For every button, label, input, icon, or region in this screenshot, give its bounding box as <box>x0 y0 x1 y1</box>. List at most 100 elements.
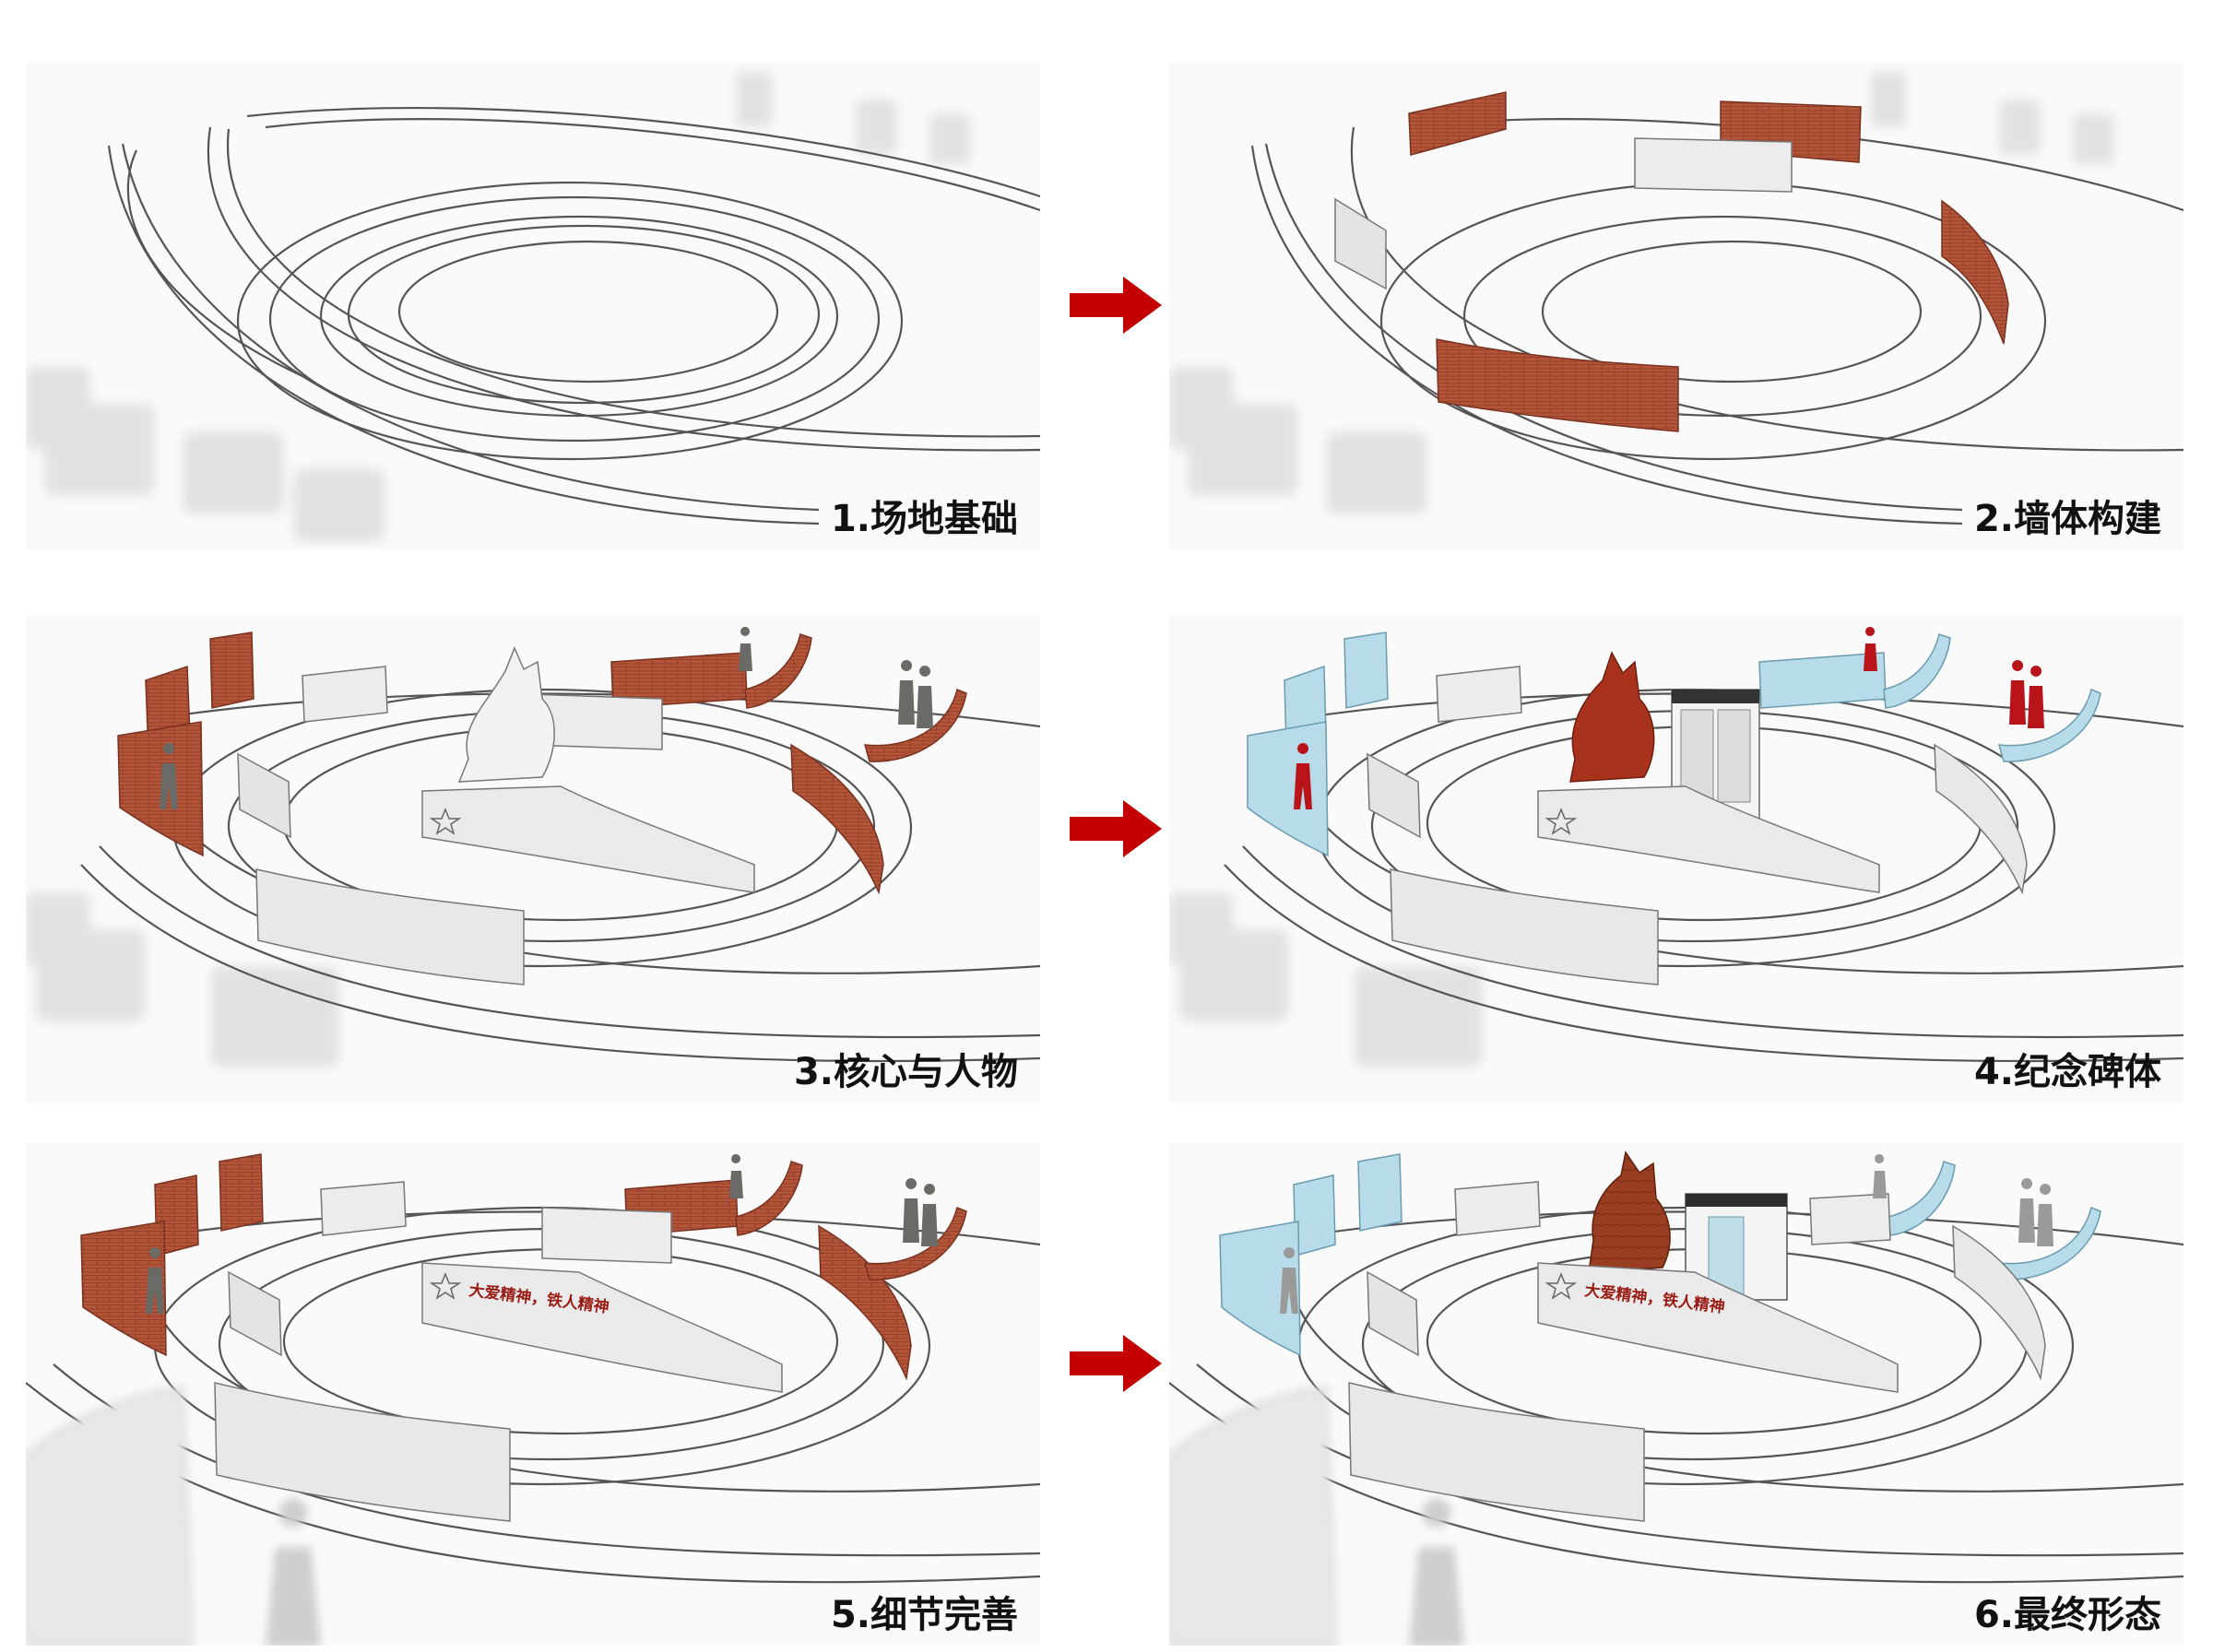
background-building <box>1178 929 1289 1021</box>
foreground-wall <box>1169 1386 1336 1646</box>
step-1-panel: 1.场地基础 <box>26 63 1040 549</box>
figure-group <box>1294 627 2044 809</box>
core-sculpture <box>457 646 555 783</box>
background-building <box>1999 100 2041 155</box>
step-5-caption: 5.细节完善 <box>830 1594 1018 1636</box>
human-figure-icon <box>2037 1184 2053 1246</box>
step-6-panel: 大爱精神，铁人精神 6.最终形态 <box>1169 1143 2183 1646</box>
brick-wall <box>735 1161 803 1236</box>
white-wall <box>1809 1193 1891 1245</box>
white-wall <box>1334 197 1387 290</box>
human-figure-icon <box>1873 1154 1887 1198</box>
white-wall <box>1952 1224 2046 1381</box>
brick-wall <box>790 743 884 895</box>
step-2-panel: 2.墙体构建 <box>1169 63 2183 549</box>
monument-base <box>1537 1262 1899 1393</box>
star-icon <box>1544 807 1578 835</box>
star-icon <box>429 1271 462 1300</box>
step-3-core-figures-drawing <box>26 627 1040 1068</box>
background-building <box>293 468 385 542</box>
step-4-panel: 4.纪念碑体 <box>1169 616 2183 1103</box>
background-building <box>35 929 146 1021</box>
white-wall <box>1454 1181 1541 1236</box>
white-wall <box>1367 1270 1419 1357</box>
background-building <box>1354 966 1483 1068</box>
human-figure-icon <box>1280 1247 1298 1314</box>
white-wall <box>237 752 291 839</box>
background-building <box>2073 113 2114 164</box>
white-wall <box>214 1382 511 1522</box>
figure-group <box>146 1154 938 1314</box>
brick-wall <box>219 1153 264 1232</box>
human-figure-icon <box>903 1178 919 1243</box>
brick-wall <box>80 1221 167 1357</box>
display-board-header <box>1672 690 1759 703</box>
white-wall <box>1390 868 1659 985</box>
human-figure-icon <box>739 627 752 671</box>
glass-wall <box>1247 721 1329 857</box>
step-5-details-drawing: 大爱精神，铁人精神 <box>26 1153 1040 1646</box>
glass-wall <box>1883 633 1951 709</box>
human-figure-icon <box>921 1184 938 1246</box>
step-4-monument-drawing <box>1169 627 2183 1068</box>
brick-wall <box>744 633 812 709</box>
glass-wall <box>1343 631 1389 709</box>
human-figure-icon <box>2028 666 2044 728</box>
glass-wall <box>1357 1153 1402 1232</box>
human-figure-icon <box>160 743 178 809</box>
site-rings <box>107 106 1040 525</box>
brick-wall <box>1941 199 2009 345</box>
glass-wall <box>1997 688 2101 762</box>
step-3-panel: 3.核心与人物 <box>26 616 1040 1103</box>
monument-base <box>421 785 755 893</box>
white-wall <box>255 868 525 985</box>
white-wall <box>1436 666 1522 723</box>
human-figure-icon <box>1410 1499 1463 1646</box>
monument-base <box>1537 785 1880 893</box>
human-figure-icon <box>917 666 933 728</box>
human-figure-icon <box>898 660 915 725</box>
step-2-caption: 2.墙体构建 <box>1973 498 2161 540</box>
brick-wall <box>818 1224 912 1381</box>
background-building <box>183 431 284 514</box>
white-wall <box>1634 137 1793 193</box>
step-4-caption: 4.纪念碑体 <box>1973 1051 2161 1093</box>
background-building <box>1326 431 1427 514</box>
figure-group <box>160 627 933 809</box>
display-board-panel <box>1717 709 1751 803</box>
step-5-panel: 大爱精神，铁人精神 5.细节完善 <box>26 1143 1040 1646</box>
white-wall <box>320 1181 407 1236</box>
star-icon <box>429 807 462 835</box>
background-building <box>856 100 897 155</box>
brick-wall <box>1436 338 1679 432</box>
glass-wall <box>1888 1161 1956 1236</box>
figure-group <box>1280 1154 2053 1314</box>
brick-wall <box>117 721 204 857</box>
step-2-walls-drawing <box>1169 72 2183 525</box>
white-wall <box>228 1270 282 1357</box>
human-figure-icon <box>1864 627 1877 671</box>
white-wall <box>1367 752 1421 839</box>
star-icon <box>1544 1271 1578 1300</box>
core-sculpture <box>1569 651 1655 783</box>
arrow-right-icon <box>1070 1335 1162 1392</box>
info-kiosk-header <box>1686 1194 1787 1207</box>
foreground-wall <box>26 1386 193 1646</box>
background-building <box>736 72 773 127</box>
human-figure-icon <box>2018 1178 2035 1243</box>
core-sculpture <box>1588 1150 1671 1273</box>
glass-wall <box>1219 1221 1301 1357</box>
background-building <box>210 966 339 1068</box>
step-1-caption: 1.场地基础 <box>830 498 1018 540</box>
arrow-right-icon <box>1070 800 1162 857</box>
brick-wall <box>863 1206 967 1280</box>
step-1-site-drawing <box>26 72 1040 542</box>
background-building <box>1188 404 1298 496</box>
white-wall <box>541 1207 672 1264</box>
human-figure-icon <box>266 1499 320 1646</box>
human-figure-icon <box>729 1154 743 1198</box>
human-figure-icon <box>1294 743 1312 809</box>
white-wall <box>1934 743 2028 895</box>
white-wall <box>302 666 388 723</box>
brick-wall <box>209 631 254 709</box>
